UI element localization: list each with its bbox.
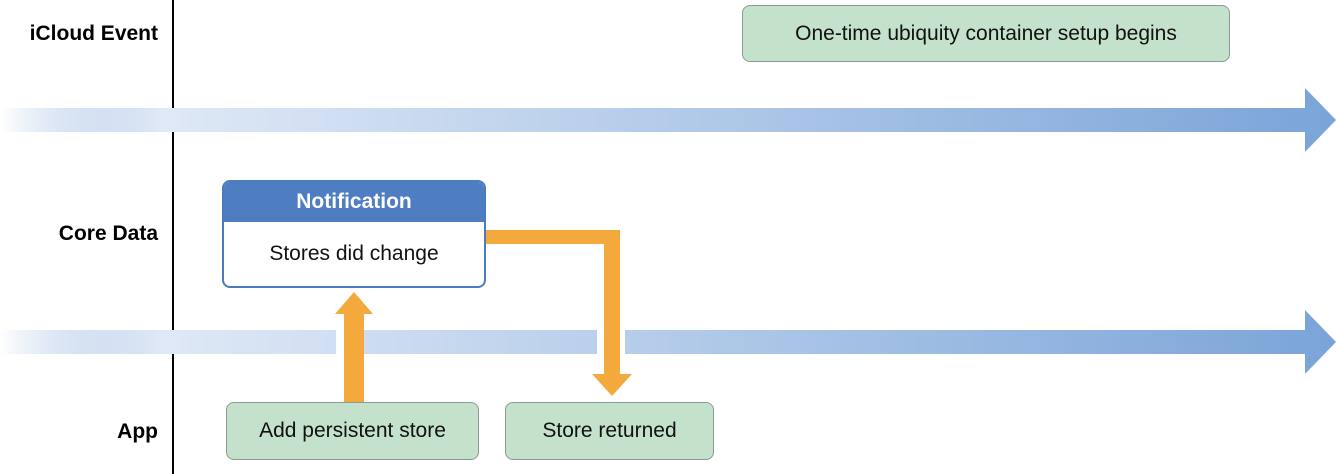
timeline-arrow-icloud: [0, 88, 1336, 152]
notification-box: Notification Stores did change: [222, 180, 486, 288]
lane-label-core-data: Core Data: [58, 222, 158, 245]
event-ubiquity-container-setup: One-time ubiquity container setup begins: [742, 5, 1230, 62]
timeline-arrow-core-data: [0, 310, 1336, 374]
notification-header: Notification: [224, 182, 484, 222]
lane-divider: [172, 0, 174, 474]
notification-body: Stores did change: [269, 242, 439, 265]
event-store-returned: Store returned: [505, 402, 714, 460]
lane-label-app: App: [117, 420, 158, 443]
event-add-persistent-store: Add persistent store: [226, 402, 479, 460]
lane-label-icloud-event: iCloud Event: [29, 22, 158, 45]
